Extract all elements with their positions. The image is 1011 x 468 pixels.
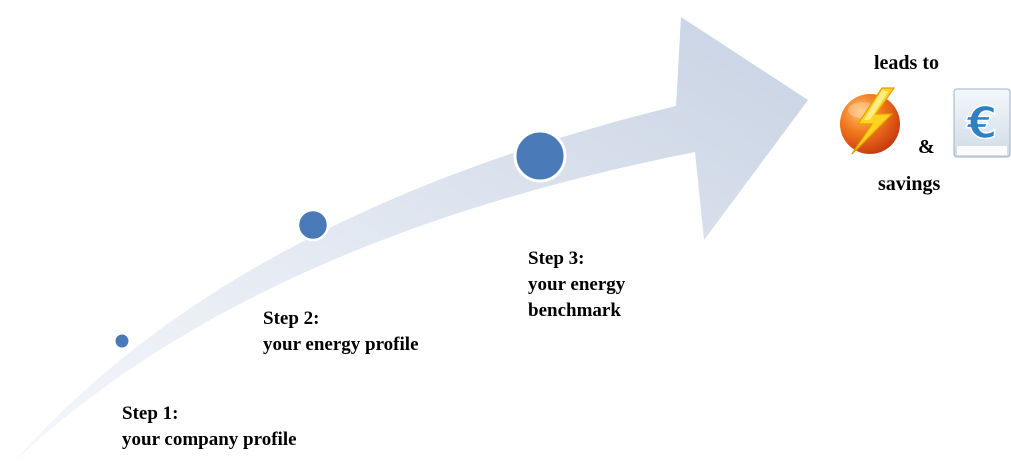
curved-arrow [14,17,808,462]
step-1-label: Step 1: your company profile [122,401,297,453]
step-1-dot [113,332,131,350]
step-2-label: Step 2: your energy profile [263,306,419,358]
step-3-dot [513,129,567,183]
step-1-text: your company profile [122,429,297,450]
euro-icon: € [953,88,1011,158]
step-3-label: Step 3: your energy benchmark [528,246,625,324]
step-2-dot [296,208,330,242]
leads-to-label: leads to [874,52,939,74]
lightning-icon [840,87,900,155]
step-2-text: your energy profile [263,334,419,355]
ampersand-label: & [918,136,935,158]
step-3-text-line-1: your energy [528,274,626,295]
step-3-text-line-2: benchmark [528,300,621,321]
svg-text:€: € [966,98,998,149]
step-1-title: Step 1: [122,403,179,424]
savings-label: savings [878,173,941,195]
step-3-title: Step 3: [528,248,585,269]
step-2-title: Step 2: [263,308,320,329]
